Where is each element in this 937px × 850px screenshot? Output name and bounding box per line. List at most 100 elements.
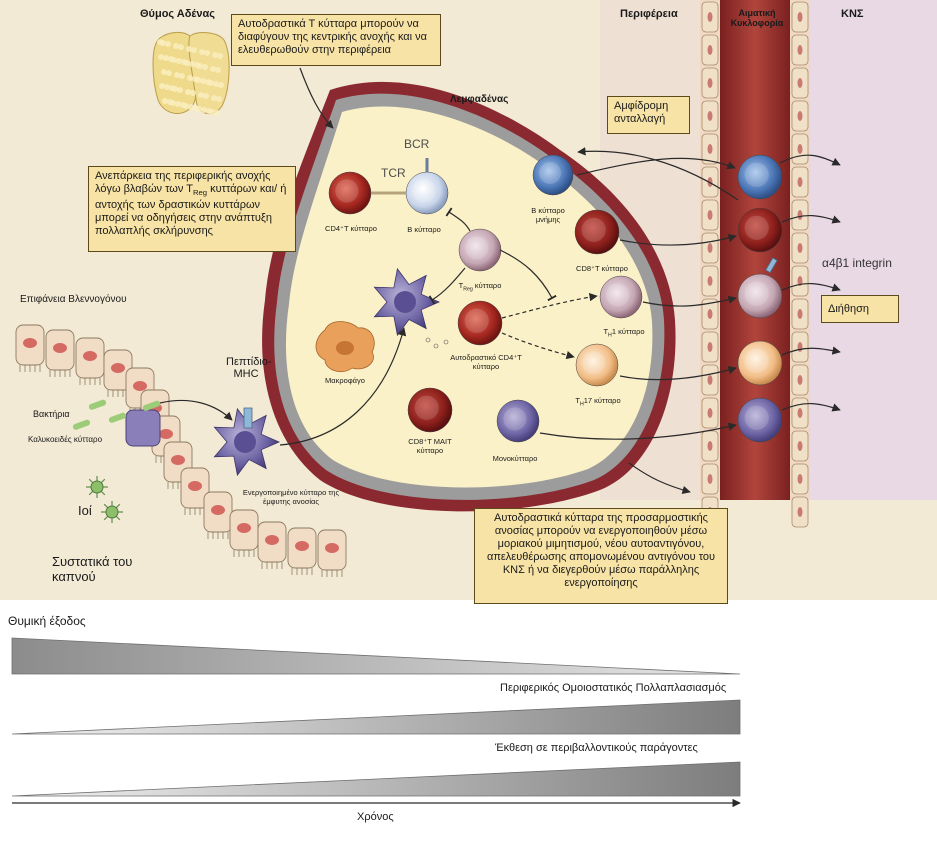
epithelial-nucleus <box>53 343 67 353</box>
thymus-texture-dot <box>170 100 176 106</box>
mucosal-epithelium <box>0 320 355 600</box>
epithelial-nucleus <box>83 351 97 361</box>
arrow-cd8-to-vessel <box>619 233 737 246</box>
memory-b-cell <box>532 154 574 196</box>
trend-thymic-output <box>11 637 741 675</box>
vessel-cd8-t-cell-nucleus <box>744 215 769 240</box>
thymus-texture-dot <box>215 67 221 73</box>
viruses-label: Ιοί <box>78 503 92 518</box>
treg-label: TReg κύτταρο <box>440 281 520 295</box>
autoreactive-cd4-t-cell-nucleus <box>464 308 489 333</box>
vessel-wall-nucleus <box>707 408 713 418</box>
thymic-output-label: Θυμική έξοδος <box>8 614 86 628</box>
vessel-wall-nucleus <box>797 342 803 352</box>
thymus-texture-dot <box>158 54 164 60</box>
periphery-title: Περιφέρεια <box>620 8 678 20</box>
thymus-texture-dot <box>195 77 201 83</box>
thymus-texture-dot <box>186 46 192 52</box>
vessel-wall-nucleus <box>797 441 803 451</box>
vessel-wall-nucleus <box>797 111 803 121</box>
peptide-mhc-complex <box>243 407 253 429</box>
vessel-wall-nucleus <box>797 309 803 319</box>
vessel-th17-cell-nucleus <box>744 348 769 373</box>
goblet-cell <box>125 409 161 447</box>
blood-vessel <box>700 0 810 528</box>
virus <box>105 505 119 519</box>
trend-peripheral-proliferation <box>11 699 741 735</box>
thymus-texture-dot <box>214 110 220 116</box>
vessel-wall-nucleus <box>797 408 803 418</box>
thymus-texture-dot <box>173 43 179 49</box>
memory-b-cell-nucleus <box>539 162 561 184</box>
vessel-wall-nucleus <box>797 243 803 253</box>
epithelial-nucleus <box>23 338 37 348</box>
vessel-th17-cell <box>737 340 783 386</box>
peptide-mhc-label: Πεπτίδιο-MHC <box>226 356 272 380</box>
th17-label-sub: H <box>579 401 584 408</box>
arrow-th1-to-vessel <box>642 295 737 307</box>
th17-label: TH17 κύτταρο <box>560 396 636 410</box>
monocyte <box>496 399 540 443</box>
b-cell-nucleus <box>412 179 436 203</box>
th17-label-pre: T <box>575 396 580 405</box>
environmental-exposure-label: Έκθεση σε περιβαλλοντικούς παράγοντες <box>495 742 698 754</box>
th17-cell-nucleus <box>582 351 606 375</box>
thymus-texture-dot <box>202 64 208 70</box>
bacterium <box>88 399 107 410</box>
thymus-texture-dot <box>161 69 167 75</box>
epithelial-nucleus <box>111 363 125 373</box>
antigen-particle <box>433 343 439 349</box>
arrow-memory-b-to-vessel <box>576 157 736 176</box>
thymus-texture-dot <box>178 44 184 50</box>
thymus-texture-dot <box>165 41 171 47</box>
thymus-texture-dot <box>166 70 172 76</box>
bacterium <box>72 419 91 430</box>
treg-label-sub: Reg <box>463 286 473 293</box>
vessel-b-cell-nucleus <box>744 162 769 187</box>
bcr-label: BCR <box>404 137 430 151</box>
infiltration-box: Διήθηση <box>821 295 899 323</box>
vessel-wall-nucleus <box>797 45 803 55</box>
arrow-th1-to-cns <box>781 283 841 292</box>
arrow-cd4-to-th17 <box>501 332 575 360</box>
thymus-texture-dot <box>185 89 191 95</box>
thymus-texture-dot <box>210 66 216 72</box>
thymus-texture-dot <box>208 80 214 86</box>
activated-innate-cell-nucleus <box>234 431 256 453</box>
vessel-cd8-t-cell <box>737 207 783 253</box>
thymus-texture-dot <box>174 72 180 78</box>
thymus-texture-dot <box>189 61 195 67</box>
thymus-texture-dot <box>211 95 217 101</box>
th1-cell-nucleus <box>606 283 630 307</box>
goblet-cell-label: Καλυκοειδές κύτταρο <box>28 435 103 444</box>
thymus-texture-dot <box>159 83 165 89</box>
autoreactive-cd4-label: Αυτοδραστικό CD4⁺T κύτταρο <box>450 353 522 371</box>
thymus-gland <box>152 31 230 116</box>
arrow-cd8-to-cns <box>781 215 841 224</box>
bacterium <box>108 412 127 423</box>
thymus-texture-dot <box>200 78 206 84</box>
inhibition-treg-th1 <box>499 249 557 302</box>
epithelial-nucleus <box>211 505 225 515</box>
thymus-texture-dot <box>171 57 177 63</box>
inhibition-treg-dc <box>428 267 466 305</box>
thymus-texture-dot <box>162 98 168 104</box>
cd8-t-cell-nucleus <box>581 217 606 242</box>
thymus-texture-dot <box>188 104 194 110</box>
treg-cell-nucleus <box>465 236 489 260</box>
treg-label-post: κύτταρο <box>472 281 502 290</box>
activated-innate-label: Ενεργοποιημένο κύτταρο της έμφυτης ανοσί… <box>242 488 340 506</box>
arrow-th17-to-cns <box>781 346 841 356</box>
thymus-texture-dot <box>184 60 190 66</box>
thymus-texture-dot <box>209 109 215 115</box>
thymus-texture-dot <box>204 50 210 56</box>
thymus-texture-dot <box>218 82 224 88</box>
vessel-wall-nucleus <box>707 276 713 286</box>
antigen-particle <box>443 339 449 345</box>
vessel-wall-nucleus <box>797 144 803 154</box>
cd8-t-cell-label: CD8⁺T κύτταρο <box>576 264 628 273</box>
monocyte-label: Μονοκύτταρο <box>492 454 538 463</box>
cd4-t-cell-nucleus <box>335 179 359 203</box>
thymus-texture-dot <box>183 103 189 109</box>
thymus-texture-dot <box>176 58 182 64</box>
